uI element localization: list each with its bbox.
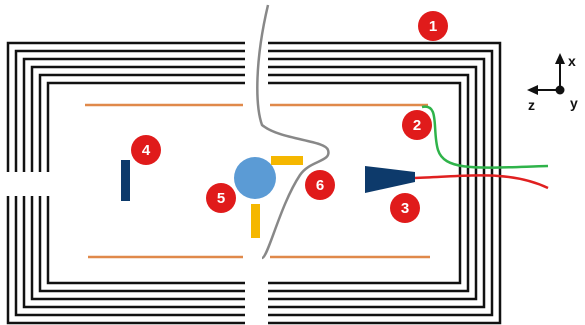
wall-left-6 (46, 81, 245, 172)
fiber-line (256, 4, 330, 260)
marker-2: 2 (402, 110, 432, 140)
cone-source (365, 166, 415, 193)
wall-left-3b (22, 196, 245, 309)
shield-plates (85, 103, 430, 259)
wall-left-2b (14, 196, 245, 317)
marker-6: 6 (305, 170, 335, 200)
magnet-top (271, 156, 303, 165)
marker-3-label: 3 (401, 200, 409, 217)
wall-left-1 (6, 41, 245, 172)
wall-left-5 (38, 73, 245, 172)
wall-left-3 (22, 57, 245, 172)
marker-2-label: 2 (413, 117, 421, 134)
marker-6-label: 6 (316, 177, 324, 194)
axes-indicator: x z y (527, 53, 578, 113)
marker-5: 5 (206, 183, 236, 213)
marker-3: 3 (390, 193, 420, 223)
marker-1: 1 (418, 11, 448, 41)
wall-left-4b (30, 196, 245, 301)
chamber-walls-left (6, 41, 245, 325)
marker-5-label: 5 (217, 190, 225, 207)
axis-y-dot (555, 85, 565, 95)
wall-right-4 (268, 65, 478, 301)
detector-bar (121, 160, 130, 201)
marker-1-label: 1 (429, 18, 437, 35)
axis-z-arrow (527, 85, 538, 95)
wall-left-5b (38, 196, 245, 293)
green-lead (421, 105, 549, 169)
wall-right-3 (268, 57, 486, 309)
axis-y-label: y (570, 95, 578, 111)
axis-x-label: x (568, 53, 576, 69)
axis-z-label: z (528, 97, 535, 113)
wall-right-1 (268, 41, 502, 325)
wall-left-4 (30, 65, 245, 172)
wall-left-1b (6, 196, 245, 325)
sphere (234, 157, 276, 199)
wall-right-2 (268, 49, 494, 317)
red-lead (414, 174, 549, 190)
magnet-bottom (251, 204, 260, 238)
marker-4-label: 4 (142, 142, 151, 159)
wall-left-6b (46, 196, 245, 285)
wall-right-6 (268, 81, 462, 285)
marker-4: 4 (131, 135, 161, 165)
axis-x-arrow (555, 53, 565, 64)
wall-left-2 (14, 49, 245, 172)
chamber-walls-right (268, 41, 502, 325)
wall-right-5 (268, 73, 470, 293)
